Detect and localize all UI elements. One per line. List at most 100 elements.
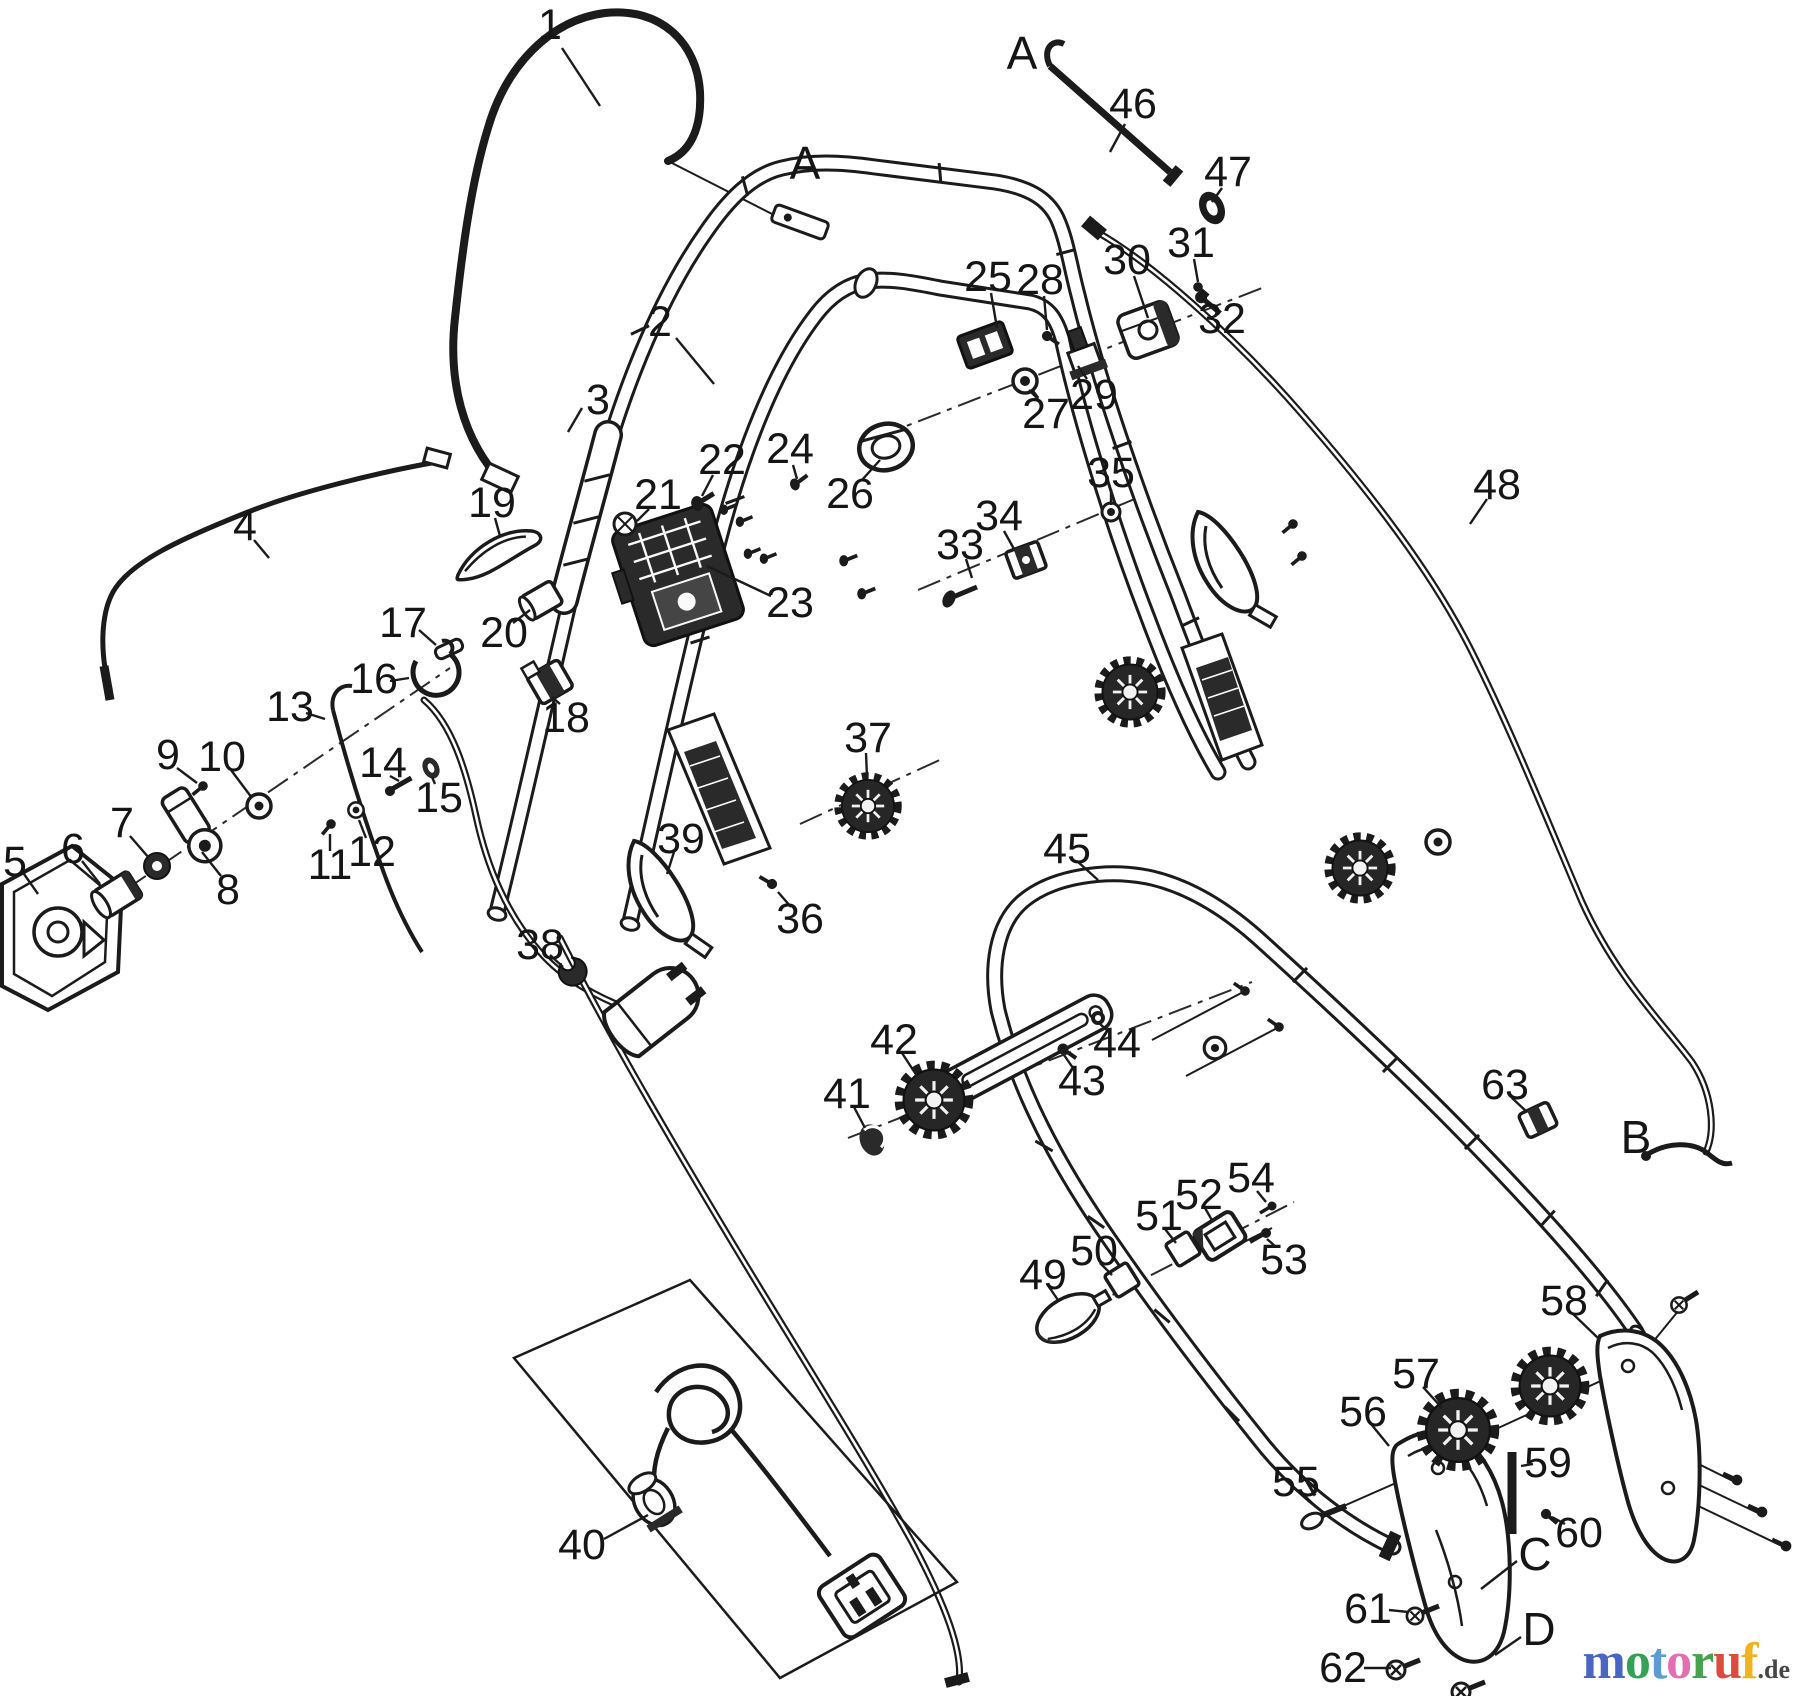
part-grommet-15 — [422, 757, 440, 779]
leader-line-58 — [1572, 1313, 1599, 1339]
leader-line-43 — [1063, 1054, 1074, 1069]
leader-line-56 — [1370, 1423, 1390, 1447]
part-screw-21 — [612, 511, 638, 537]
part-kit-40 — [511, 1278, 959, 1680]
part-label-12: 12 — [348, 828, 396, 876]
part-label-49: 49 — [1019, 1251, 1067, 1299]
part-switchbox-23 — [610, 502, 745, 648]
leader-line-46 — [1108, 123, 1127, 153]
part-label-47: 47 — [1204, 148, 1252, 196]
part-screw-54 — [1259, 1201, 1277, 1215]
watermark-suffix: .de — [1757, 1655, 1791, 1684]
part-label-9: 9 — [156, 731, 180, 779]
part-clamp-34 — [1004, 540, 1048, 580]
part-screw-33 — [942, 584, 978, 608]
leader-line-7 — [129, 835, 150, 859]
leader-line-16 — [389, 676, 410, 683]
part-lever-39 — [626, 838, 714, 960]
leader-line-19 — [493, 517, 502, 537]
part-label-61: 61 — [1344, 1585, 1392, 1633]
leader-line-51 — [1164, 1228, 1177, 1244]
leader-line-48 — [1469, 498, 1488, 525]
part-label-32: 32 — [1198, 295, 1246, 343]
part-label-24: 24 — [766, 425, 814, 473]
part-bracket-8 — [160, 786, 223, 864]
part-ring-7 — [143, 852, 171, 880]
leader-line-41 — [852, 1106, 867, 1129]
leader-line-C — [1480, 1560, 1518, 1590]
leader-line-18 — [551, 696, 561, 705]
part-bracket-30 — [1116, 299, 1180, 361]
part-label-2: 2 — [648, 298, 672, 346]
part-rail-plate-left — [666, 712, 772, 866]
part-label-46: 46 — [1109, 80, 1157, 128]
part-label-A-2: A — [1007, 27, 1038, 79]
part-label-36: 36 — [776, 895, 824, 943]
part-label-35: 35 — [1087, 449, 1135, 497]
part-label-50: 50 — [1070, 1227, 1118, 1275]
part-label-14: 14 — [359, 739, 407, 787]
leader-line-14 — [389, 774, 400, 783]
leader-line-32 — [1203, 299, 1213, 308]
part-label-19: 19 — [468, 479, 516, 527]
part-label-5: 5 — [3, 838, 27, 886]
part-label-60: 60 — [1555, 1509, 1603, 1557]
part-label-10: 10 — [198, 733, 246, 781]
part-label-3: 3 — [586, 376, 610, 424]
part-label-42: 42 — [870, 1016, 918, 1064]
part-hook-16 — [410, 638, 462, 698]
watermark-logo: motoruf.de — [1583, 1636, 1791, 1688]
leader-line-42 — [900, 1052, 919, 1077]
leader-line-15 — [430, 776, 437, 785]
part-label-8: 8 — [216, 866, 240, 914]
leader-line-50 — [1099, 1262, 1113, 1276]
leader-line-47 — [1211, 187, 1223, 203]
part-label-28: 28 — [1016, 256, 1064, 304]
part-grip-3 — [549, 420, 623, 615]
part-label-44: 44 — [1093, 1019, 1141, 1067]
leader-line-45 — [1076, 860, 1099, 881]
leader-line-8 — [201, 851, 222, 877]
watermark-letter-f: f — [1741, 1633, 1758, 1690]
part-label-C: C — [1518, 1528, 1551, 1580]
part-screw-53 — [1249, 1228, 1271, 1244]
watermark-letter-t: t — [1649, 1633, 1667, 1690]
part-buckle-52 — [1192, 1210, 1248, 1262]
leader-line-53 — [1266, 1238, 1277, 1248]
part-clip-63 — [1517, 1101, 1559, 1139]
leader-line-28 — [1042, 295, 1049, 331]
part-rod-46 — [1044, 39, 1184, 187]
part-lever-right — [1190, 509, 1279, 630]
leader-line-25 — [989, 292, 999, 329]
leader-line-57 — [1422, 1386, 1443, 1409]
part-screw-61 — [1405, 1603, 1440, 1626]
part-label-6: 6 — [61, 825, 85, 873]
leader-line-37 — [864, 752, 869, 778]
leader-line-29 — [1077, 365, 1088, 380]
part-screws-right-plate — [1670, 1289, 1793, 1553]
leader-line-59 — [1520, 1462, 1534, 1468]
part-cylinder-6 — [90, 870, 144, 920]
leader-line-54 — [1256, 1190, 1267, 1203]
part-cable-13 — [330, 683, 424, 954]
leader-line-40 — [603, 1513, 649, 1541]
watermark-letter-o: o — [1666, 1633, 1692, 1690]
part-label-31: 31 — [1167, 219, 1215, 267]
leader-line-36 — [777, 891, 792, 908]
part-label-29: 29 — [1070, 371, 1118, 419]
part-label-17: 17 — [379, 599, 427, 647]
part-clamp-18 — [519, 658, 574, 706]
part-label-57: 57 — [1392, 1350, 1440, 1398]
leader-line-20 — [512, 609, 531, 624]
part-grommet-47 — [1198, 191, 1226, 225]
part-label-52: 52 — [1175, 1171, 1223, 1219]
part-label-43: 43 — [1058, 1057, 1106, 1105]
part-grip-49 — [1035, 1288, 1113, 1345]
part-label-62: 62 — [1319, 1644, 1367, 1692]
watermark-letter-u: u — [1713, 1633, 1742, 1690]
part-label-34: 34 — [975, 492, 1023, 540]
part-label-38: 38 — [516, 921, 564, 969]
